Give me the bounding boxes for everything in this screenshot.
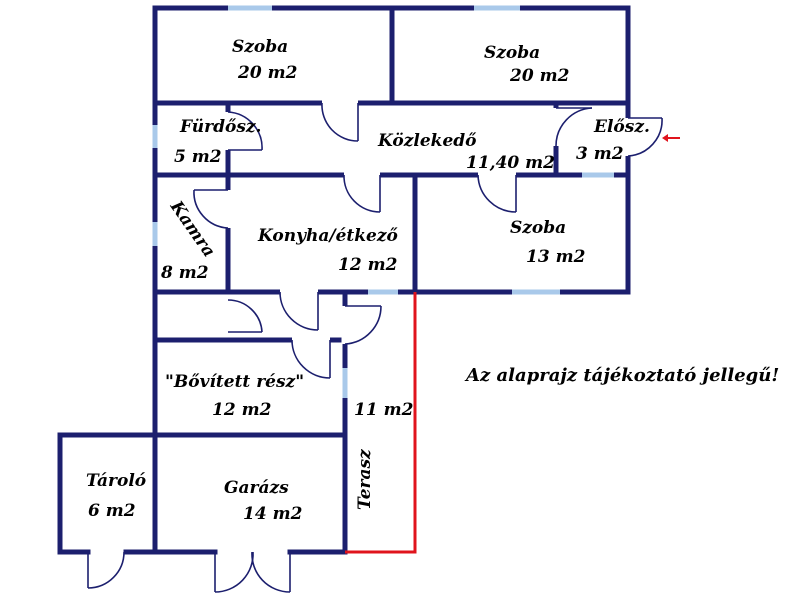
doors xyxy=(87,99,663,593)
arrow-left-icon xyxy=(662,134,680,142)
label-garazs-area: 14 m2 xyxy=(243,504,303,524)
label-szoba-mid: Szoba xyxy=(510,218,566,238)
label-szoba-top-right-area: 20 m2 xyxy=(509,66,570,86)
label-szoba-top-left: Szoba xyxy=(232,37,288,57)
label-kozlekedo: Közlekedő xyxy=(377,131,477,151)
label-bovitett: "Bővített rész" xyxy=(165,372,304,392)
label-szoba-top-right: Szoba xyxy=(484,43,540,63)
windows xyxy=(152,5,614,398)
label-szoba-top-left-area: 20 m2 xyxy=(237,63,298,83)
room-labels: Szoba 20 m2 Szoba 20 m2 Fürdősz. 5 m2 Kö… xyxy=(86,37,779,524)
label-tarolo-area: 6 m2 xyxy=(88,501,136,521)
label-kamra-area: 8 m2 xyxy=(160,263,209,283)
label-szoba-mid-area: 13 m2 xyxy=(526,247,586,267)
disclaimer-note: Az alaprajz tájékoztató jellegű! xyxy=(464,365,779,386)
label-bovitett-area: 12 m2 xyxy=(212,400,272,420)
label-konyha-area: 12 m2 xyxy=(338,255,398,275)
label-kamra: Kamra xyxy=(165,197,219,262)
label-eloszoba: Elősz. xyxy=(593,117,650,137)
label-eloszoba-area: 3 m2 xyxy=(576,144,624,164)
terrace-edge xyxy=(345,292,417,554)
label-furdo: Fürdősz. xyxy=(179,117,261,137)
label-tarolo: Tároló xyxy=(86,471,146,491)
label-terasz-area: 11 m2 xyxy=(354,400,414,420)
label-kozlekedo-area: 11,40 m2 xyxy=(466,153,555,173)
label-konyha: Konyha/étkező xyxy=(257,226,398,246)
label-furdo-area: 5 m2 xyxy=(174,147,222,167)
label-garazs: Garázs xyxy=(224,478,289,498)
label-terasz: Terasz xyxy=(355,449,375,510)
